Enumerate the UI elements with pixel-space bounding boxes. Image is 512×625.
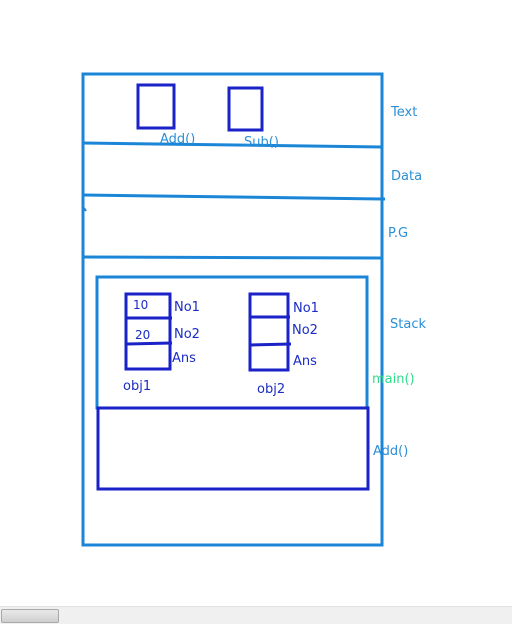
obj2-box	[248, 292, 292, 372]
stack-segment-label: Stack	[390, 317, 426, 332]
obj2-name: obj2	[257, 382, 286, 397]
obj2-no2-field: No2	[292, 323, 318, 338]
scrollbar-thumb[interactable]	[1, 609, 59, 623]
obj1-divider-2	[125, 341, 173, 346]
sub-function-box	[227, 86, 264, 132]
obj1-name: obj1	[123, 379, 152, 394]
obj1-no2-field: No2	[174, 327, 200, 342]
obj1-no1-value: 10	[133, 298, 149, 312]
obj2-no1-field: No1	[293, 301, 319, 316]
obj1-no2-value: 20	[135, 328, 151, 342]
process-memory-box	[81, 72, 384, 547]
add-frame-label: Add()	[373, 444, 409, 459]
add-function-box	[136, 83, 176, 130]
data-pg-divider	[82, 193, 386, 201]
text-segment-label: Text	[391, 105, 418, 120]
add-stack-frame	[96, 406, 370, 491]
text-data-divider	[82, 141, 383, 149]
add-function-label: Add()	[160, 132, 196, 147]
obj1-ans-field: Ans	[172, 351, 196, 366]
sub-function-label: Sub()	[244, 135, 279, 150]
obj1-outline	[124, 292, 172, 371]
obj1-box	[124, 292, 173, 371]
obj2-ans-field: Ans	[293, 354, 317, 369]
obj2-divider-2	[249, 342, 292, 347]
horizontal-scrollbar[interactable]	[0, 606, 512, 624]
pg-segment-label: P.G	[388, 226, 409, 241]
pg-stack-divider	[82, 255, 383, 260]
data-segment-label: Data	[391, 169, 423, 184]
obj1-no1-field: No1	[174, 300, 200, 315]
left-edge-tick	[83, 207, 87, 212]
obj2-outline	[248, 292, 290, 372]
main-frame-label: main()	[372, 372, 415, 387]
